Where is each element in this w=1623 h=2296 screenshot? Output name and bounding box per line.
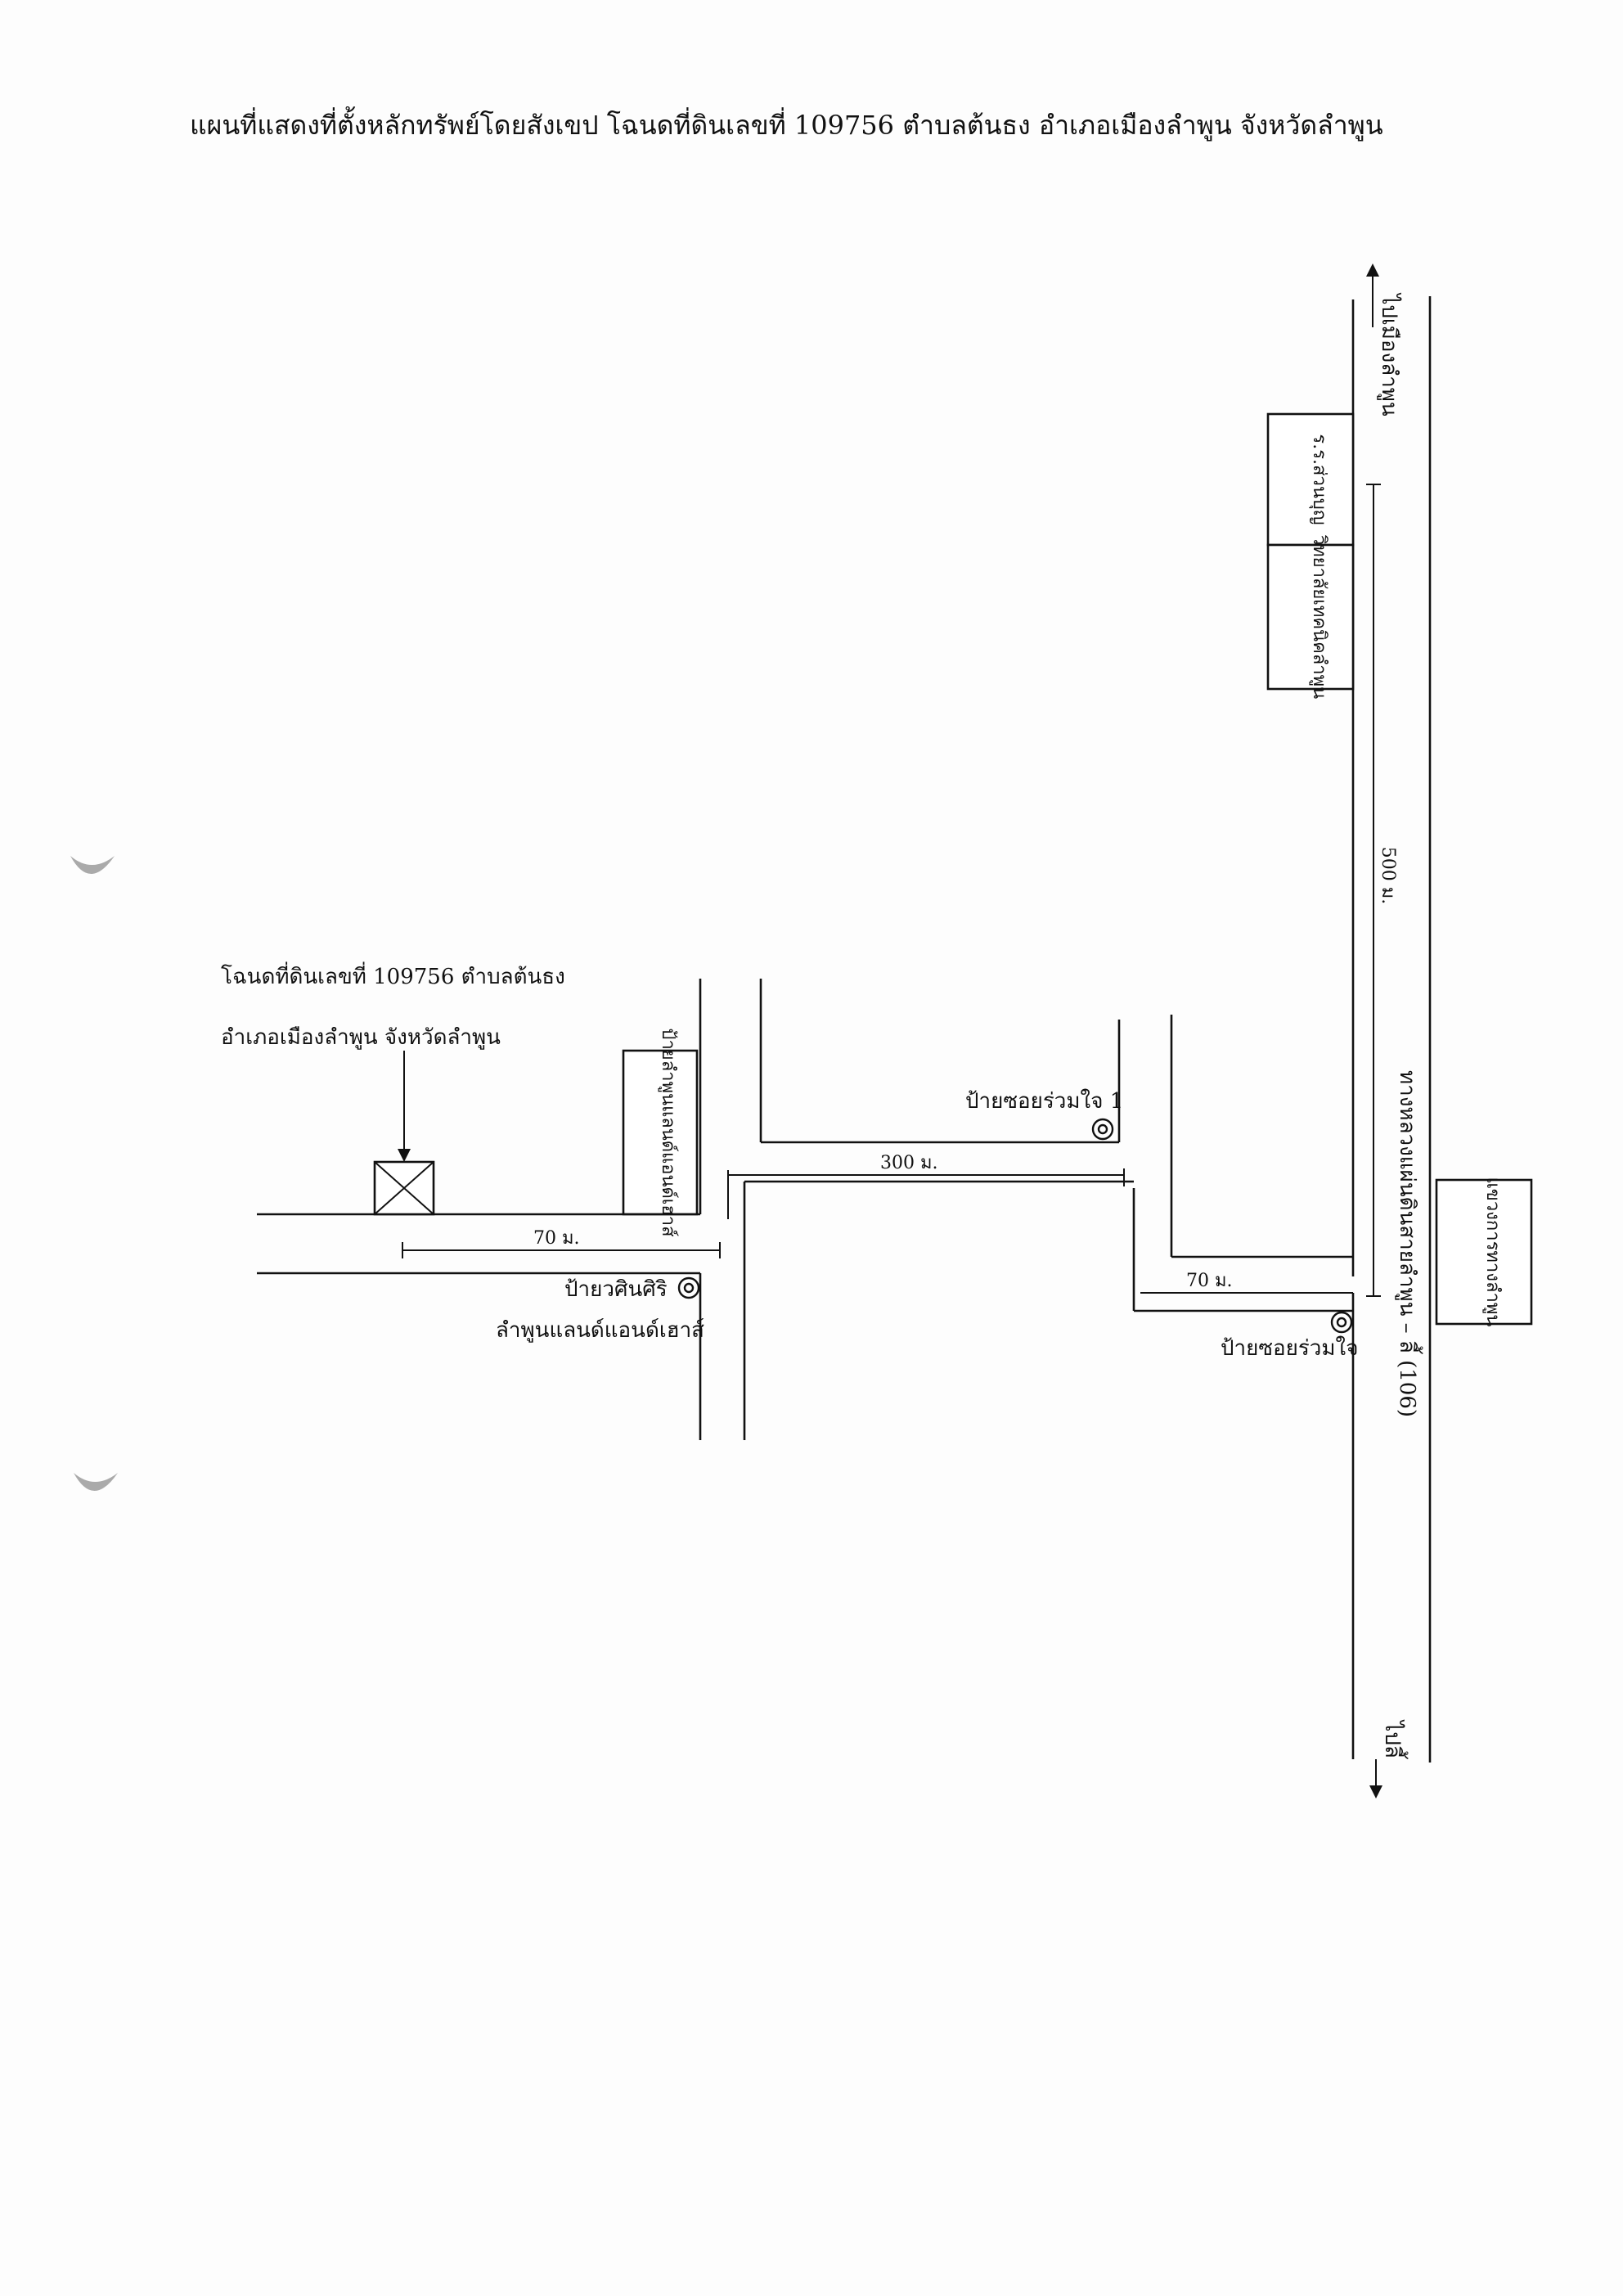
vocational-college-box: วิทยาลัยเทคนิคลำพูน <box>1266 534 1355 699</box>
school-box: ร.ร.ส่วนบุญ <box>1266 412 1355 547</box>
soi-ruamjai-road <box>1132 1015 1353 1312</box>
binder-hole-bottom <box>74 1473 118 1491</box>
property-marker <box>373 1051 435 1216</box>
main-road-distance: 500 ม. <box>1378 847 1398 904</box>
sinsiri-sign-label-line1: ป้ายวศินศิริ <box>564 1277 668 1302</box>
main-road-name: ทางหลวงแผ่นดินสายลำพูน – ลี้ (106) <box>1395 1070 1423 1417</box>
ruamjai-1-sign-icon <box>1091 1118 1114 1141</box>
main-highway <box>1351 263 1432 1799</box>
distance-middle: 300 ม. <box>880 1153 937 1173</box>
land-and-house-sign-label: ป้ายลำพูนแลนด์แอนด์เฮาส์ <box>658 1028 678 1237</box>
distance-lower-left: 70 ม. <box>533 1228 579 1249</box>
ruamjai-sign-label: ป้ายซอยร่วมใจ <box>1221 1336 1358 1361</box>
direction-north-label: ไปเมืองลำพูน <box>1377 292 1402 416</box>
highway-district-label: แขวงการทางลำพูน <box>1482 1177 1503 1327</box>
highway-district-box: แขวงการทางลำพูน <box>1435 1177 1533 1327</box>
soi-ruamjai-1-road <box>727 979 1134 1440</box>
vocational-college-label: วิทยาลัยเทคนิคลำพูน <box>1309 534 1329 699</box>
direction-south-label: ไปลี้ <box>1380 1719 1409 1759</box>
ruamjai-1-sign-label: ป้ายซอยร่วมใจ 1 <box>965 1089 1123 1114</box>
land-and-house-sign-box: ป้ายลำพูนแลนด์แอนด์เฮาส์ <box>622 1028 699 1237</box>
sinsiri-sign-label-line2: ลำพูนแลนด์แอนด์เฮาส์ <box>496 1318 704 1343</box>
property-soi-road <box>257 979 721 1440</box>
ruamjai-sign-icon <box>1330 1311 1353 1334</box>
property-label-line2: อำเภอเมืองลำพูน จังหวัดลำพูน <box>221 1025 501 1050</box>
binder-hole-top <box>70 856 115 874</box>
school-label: ร.ร.ส่วนบุญ <box>1309 434 1329 524</box>
sinsiri-sign-icon <box>677 1276 700 1299</box>
distance-lower-right: 70 ม. <box>1186 1271 1232 1291</box>
property-label-line1: โฉนดที่ดินเลขที่ 109756 ตำบลต้นธง <box>221 961 565 989</box>
map-title: แผนที่แสดงที่ตั้งหลักทรัพย์โดยสังเขป โฉน… <box>190 106 1383 142</box>
